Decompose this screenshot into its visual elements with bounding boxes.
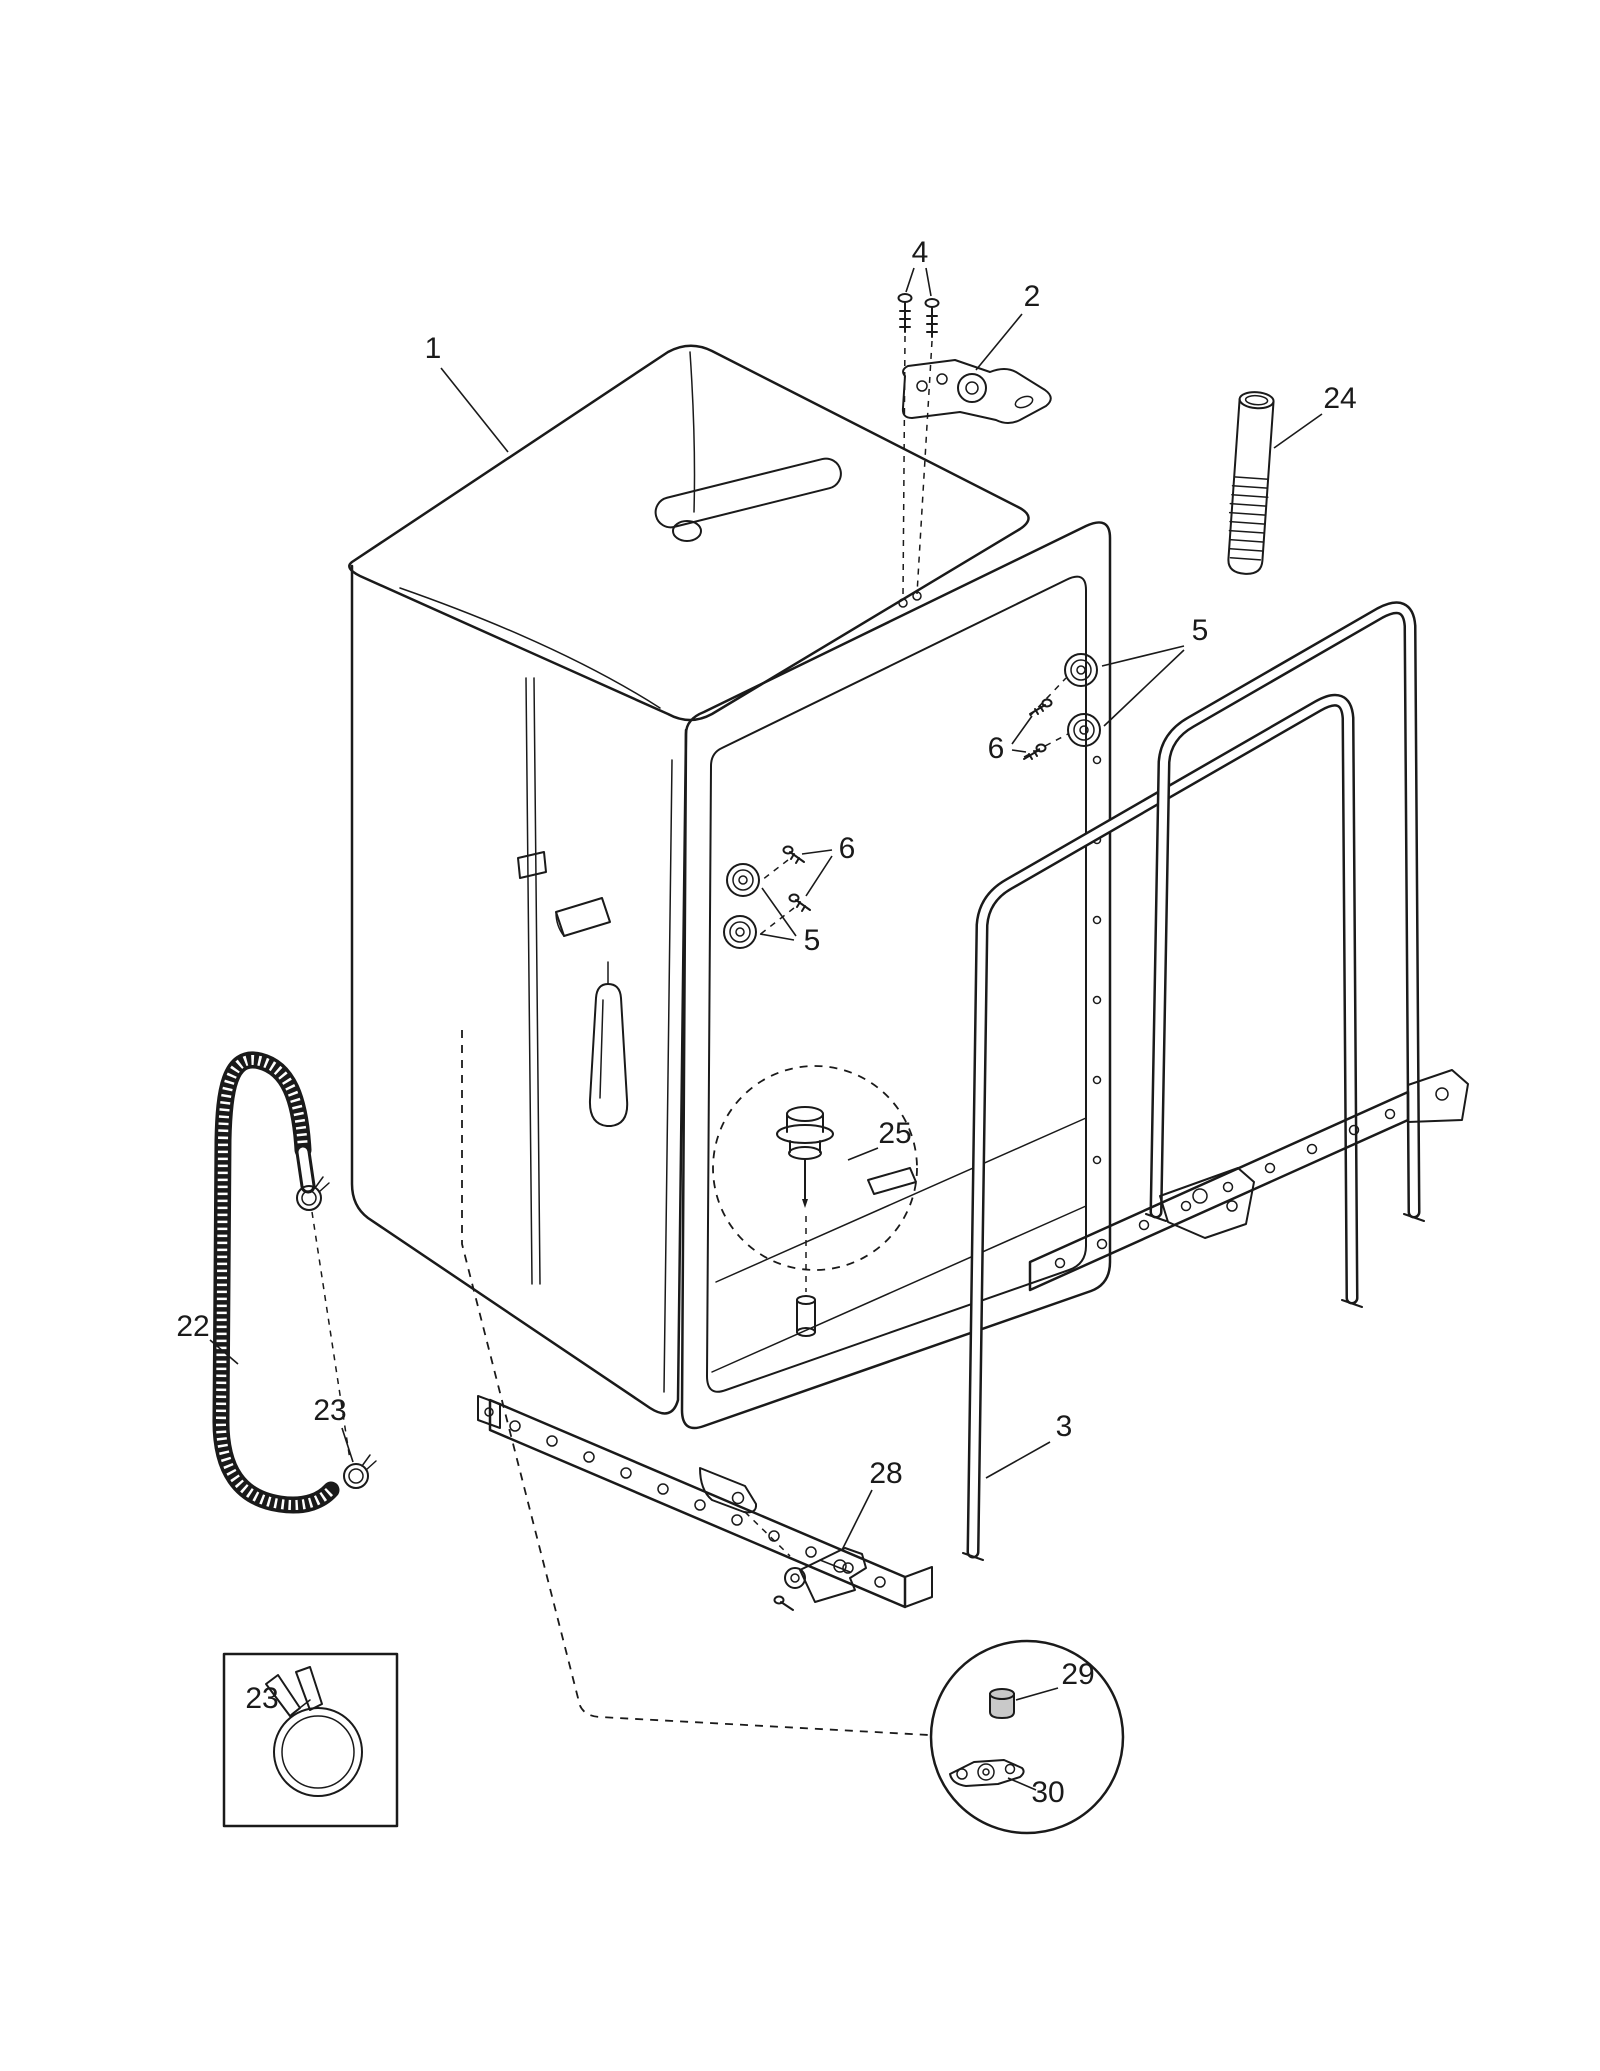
callout-part1-label: 1 — [425, 332, 442, 365]
tub-top-details — [654, 457, 842, 542]
clamp-ear — [295, 1666, 323, 1711]
callout-part30-label: 30 — [1031, 1776, 1064, 1809]
screw-head — [782, 845, 794, 855]
screw-alignment-dashed — [902, 335, 906, 597]
frame-side-hole — [1092, 1155, 1102, 1165]
screw-head — [1041, 698, 1053, 708]
frame-rails — [962, 601, 1425, 1561]
callout-part28-label: 28 — [869, 1457, 902, 1490]
door-latch — [773, 1547, 867, 1611]
top-port-hole — [672, 520, 702, 542]
callout-part23-inset-label: 23 — [245, 1682, 278, 1715]
callout-part23-label: 23 — [313, 1394, 346, 1427]
top-recess — [654, 457, 842, 529]
frame-side-hole — [1092, 915, 1102, 925]
callout-part4-label: 4 — [912, 236, 929, 269]
rollers-upper — [1064, 653, 1101, 747]
tube-flag — [555, 897, 611, 937]
callout-part25-label: 25 — [878, 1117, 911, 1150]
roller-screws-upper — [1023, 677, 1069, 760]
tube-fitting — [517, 851, 547, 879]
cap-top — [989, 1688, 1015, 1700]
base-rail-right — [1028, 1069, 1469, 1292]
drain-hose — [212, 1051, 340, 1514]
screw-alignment-dashed — [761, 859, 789, 881]
mounting-screws — [897, 293, 940, 597]
screw-head — [897, 293, 913, 303]
screw-alignment-dashed — [916, 340, 933, 595]
corner-bracket — [699, 1467, 791, 1557]
leader-lines — [209, 267, 1323, 1791]
hose-clamp-installed — [296, 1176, 377, 1489]
screw-alignment-dashed — [1023, 733, 1069, 758]
fill-tube — [588, 961, 629, 1127]
frame-side-hole — [1092, 755, 1102, 765]
rail-foot-bracket — [1407, 1069, 1469, 1123]
supply-tube — [517, 677, 611, 1285]
base-rail-front — [477, 1395, 933, 1609]
cap-body — [989, 1693, 1015, 1720]
rail-end-plate — [477, 1395, 501, 1429]
tub-body — [348, 344, 1030, 1415]
rollers-lower — [723, 863, 760, 949]
bracket-alignment-dashed — [744, 1511, 791, 1557]
frame-side-hole — [1092, 1075, 1102, 1085]
callout-part22-label: 22 — [176, 1310, 209, 1343]
door-frame — [680, 521, 1112, 1430]
screw-head — [788, 893, 800, 903]
screw-head — [1035, 743, 1047, 753]
callout-part2-label: 2 — [1024, 280, 1041, 313]
frame-top-hole — [912, 591, 922, 601]
screw-alignment-dashed — [1029, 677, 1067, 717]
clamp-inset — [222, 1652, 399, 1828]
sump-fitting — [776, 1106, 834, 1337]
frame-side-hole — [1092, 995, 1102, 1005]
callout-part3-label: 3 — [1056, 1410, 1073, 1443]
screw-alignment-dashed — [757, 907, 795, 937]
callout-part6-lower-label: 6 — [839, 832, 856, 865]
sump-plate — [867, 1167, 917, 1195]
screw-head — [924, 298, 940, 308]
screw-head — [773, 1595, 785, 1605]
callout-part5-lower-label: 5 — [804, 924, 821, 957]
callout-part6-upper-label: 6 — [988, 732, 1005, 765]
bracket-plate — [949, 1759, 1025, 1787]
clamp-alignment-dashed — [311, 1211, 351, 1461]
gusset-bracket — [1159, 1167, 1255, 1239]
rail-feet — [962, 1213, 1425, 1561]
callout-part24-label: 24 — [1323, 382, 1356, 415]
hinge-plate — [901, 359, 1052, 424]
roller-screws-lower — [757, 845, 811, 937]
callout-part29-label: 29 — [1061, 1658, 1094, 1691]
callout-labels: 1 4 2 24 5 6 6 5 25 22 23 3 28 29 30 23 — [176, 236, 1356, 1809]
frame-top-hole — [898, 598, 908, 608]
sump-outline-dashed — [712, 1065, 918, 1271]
small-cylinder — [796, 1295, 816, 1305]
alignment-dashes — [461, 1030, 930, 1736]
threaded-fitting — [1227, 391, 1275, 575]
tub-interior — [711, 1065, 1087, 1373]
callout-part5-upper-label: 5 — [1192, 614, 1209, 647]
detail-circle — [929, 1639, 1125, 1835]
